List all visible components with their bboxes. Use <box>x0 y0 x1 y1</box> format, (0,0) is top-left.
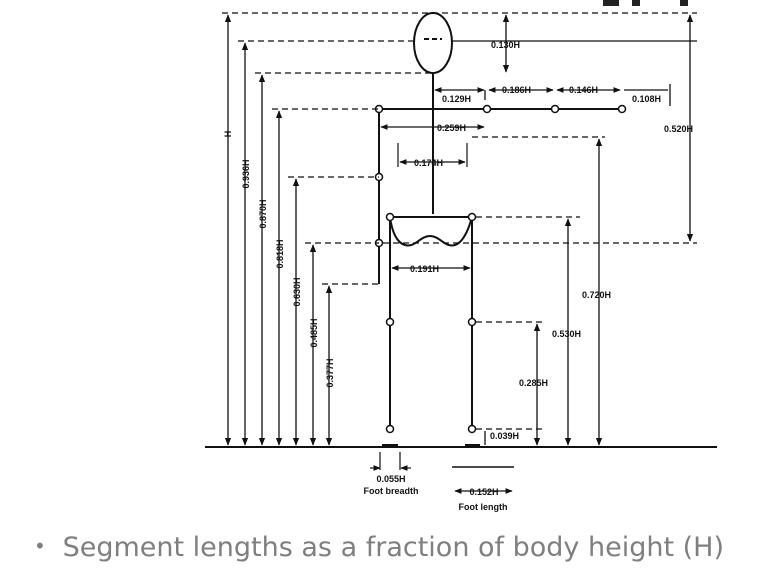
label-hip-height: 0.530H <box>552 329 581 339</box>
label-hip-width: 0.191H <box>410 264 439 274</box>
stick-figure <box>378 12 622 448</box>
label-shoulder-to-elbow: 0.186H <box>502 85 531 95</box>
label-elbow-height: 0.630H <box>292 277 302 306</box>
label-knee-height: 0.285H <box>519 378 548 388</box>
label-shoulder-width: 0.259H <box>437 123 466 133</box>
label-foot-length: Foot length <box>459 502 508 512</box>
label-foot-breadth-value: 0.055H <box>376 474 405 484</box>
bullet-icon: • <box>34 533 46 558</box>
label-foot-length-value: 0.152H <box>469 487 498 497</box>
label-foot-breadth: Foot breadth <box>364 486 419 496</box>
caption: • Segment lengths as a fraction of body … <box>34 532 773 563</box>
label-head-height: 0.130H <box>491 40 520 50</box>
joint-markers <box>374 104 627 434</box>
head-ellipse <box>413 12 453 74</box>
label-knuckle-height: 0.377H <box>325 358 335 387</box>
caption-text: Segment lengths as a fraction of body he… <box>62 532 724 563</box>
label-chin-height: 0.870H <box>258 199 268 228</box>
label-elbow-to-wrist: 0.146H <box>569 85 598 95</box>
label-chest-width: 0.174H <box>414 158 443 168</box>
dimension-labels: H 0.936H 0.870H 0.818H 0.630H 0.485H 0.3… <box>223 40 693 512</box>
label-fingertip: 0.520H <box>664 124 693 134</box>
label-hand-length: 0.108H <box>632 94 661 104</box>
label-shoulder-half: 0.129H <box>442 94 471 104</box>
label-height: H <box>223 131 233 138</box>
label-ankle-height: 0.039H <box>490 431 519 441</box>
cropped-heading-fragment <box>603 0 688 6</box>
label-shoulder-height: 0.818H <box>275 239 285 268</box>
horizontal-dimension-lines <box>370 87 668 494</box>
label-wrist-height: 0.485H <box>309 318 319 347</box>
pelvis-shape <box>388 216 474 247</box>
vertical-dimension-lines <box>224 14 694 446</box>
reference-lines <box>222 12 697 430</box>
label-hip-outer: 0.720H <box>582 290 611 300</box>
label-eye-height: 0.936H <box>241 159 251 188</box>
